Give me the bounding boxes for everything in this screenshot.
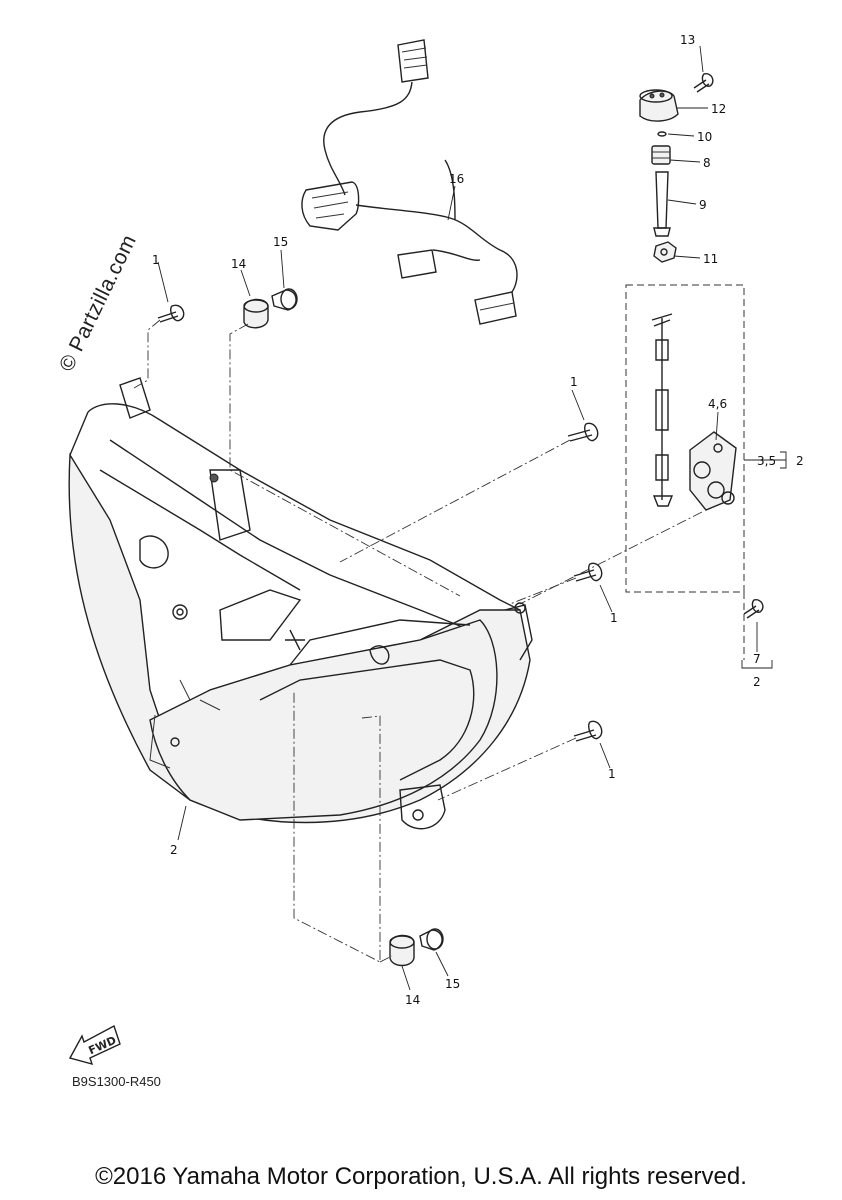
callout-15-upper: 15 bbox=[273, 235, 288, 249]
ref-line-bolt-upper bbox=[133, 319, 161, 389]
callout-2-group: 2 bbox=[796, 454, 804, 468]
ref-line-bolt-right bbox=[509, 577, 577, 605]
bolt-1-upper-left[interactable] bbox=[157, 304, 185, 323]
adjuster-rod[interactable] bbox=[651, 313, 674, 507]
callout-15-lower: 15 bbox=[445, 977, 460, 991]
callout-3-5: 3,5 bbox=[757, 454, 776, 468]
knob-12[interactable] bbox=[639, 89, 679, 122]
callout-9: 9 bbox=[699, 198, 707, 212]
callout-11: 11 bbox=[703, 252, 718, 266]
collar-15-lower[interactable] bbox=[419, 928, 444, 951]
callout-12: 12 bbox=[711, 102, 726, 116]
adjuster-group-box bbox=[625, 284, 745, 593]
bolt-1-lower[interactable] bbox=[573, 720, 603, 742]
callout-2-headlight: 2 bbox=[170, 843, 178, 857]
forward-arrow-icon: FWD bbox=[68, 1024, 121, 1066]
ref-line-lower-grommet bbox=[379, 955, 393, 963]
ref-line-bolt-center bbox=[339, 439, 571, 563]
bolt-13[interactable] bbox=[693, 73, 714, 93]
callout-14-lower: 14 bbox=[405, 993, 420, 1007]
callout-10: 10 bbox=[697, 130, 712, 144]
copyright-notice: ©2016 Yamaha Motor Corporation, U.S.A. A… bbox=[95, 1163, 747, 1190]
grommet-14-lower[interactable] bbox=[389, 934, 415, 967]
callout-4-6: 4,6 bbox=[708, 397, 727, 411]
ref-line-lower-mount bbox=[293, 690, 381, 963]
shaft-9[interactable] bbox=[653, 171, 671, 237]
ref-line-bracket bbox=[519, 511, 703, 605]
callout-1-center: 1 bbox=[570, 375, 578, 389]
collar-15-upper[interactable] bbox=[271, 288, 298, 311]
callout-2-screw: 2 bbox=[753, 675, 761, 689]
diagram-code: B9S1300-R450 bbox=[72, 1074, 161, 1089]
screw-7[interactable] bbox=[743, 599, 764, 619]
gear-8[interactable] bbox=[651, 145, 671, 165]
callout-14-upper: 14 bbox=[231, 257, 246, 271]
callout-7: 7 bbox=[753, 652, 761, 666]
callout-1-upper-left: 1 bbox=[152, 253, 160, 267]
fwd-label: FWD bbox=[87, 1034, 119, 1058]
callout-1-right: 1 bbox=[610, 611, 618, 625]
callout-16: 16 bbox=[449, 172, 464, 186]
ref-line-bolt-lower bbox=[437, 737, 577, 801]
adjuster-bracket-4-6[interactable] bbox=[689, 431, 737, 511]
callout-1-lower: 1 bbox=[608, 767, 616, 781]
grommet-14-upper[interactable] bbox=[243, 298, 269, 329]
clip-10[interactable] bbox=[657, 131, 667, 137]
ref-line-grommet-upper bbox=[229, 323, 461, 597]
bolt-1-center[interactable] bbox=[567, 422, 599, 442]
nut-11[interactable] bbox=[653, 241, 677, 263]
wire-harness-part[interactable] bbox=[301, 39, 518, 325]
bolt-1-right[interactable] bbox=[573, 562, 603, 582]
callout-13: 13 bbox=[680, 33, 695, 47]
headlight-assembly-part[interactable] bbox=[68, 377, 533, 830]
leader-lines bbox=[157, 45, 787, 991]
callout-8: 8 bbox=[703, 156, 711, 170]
